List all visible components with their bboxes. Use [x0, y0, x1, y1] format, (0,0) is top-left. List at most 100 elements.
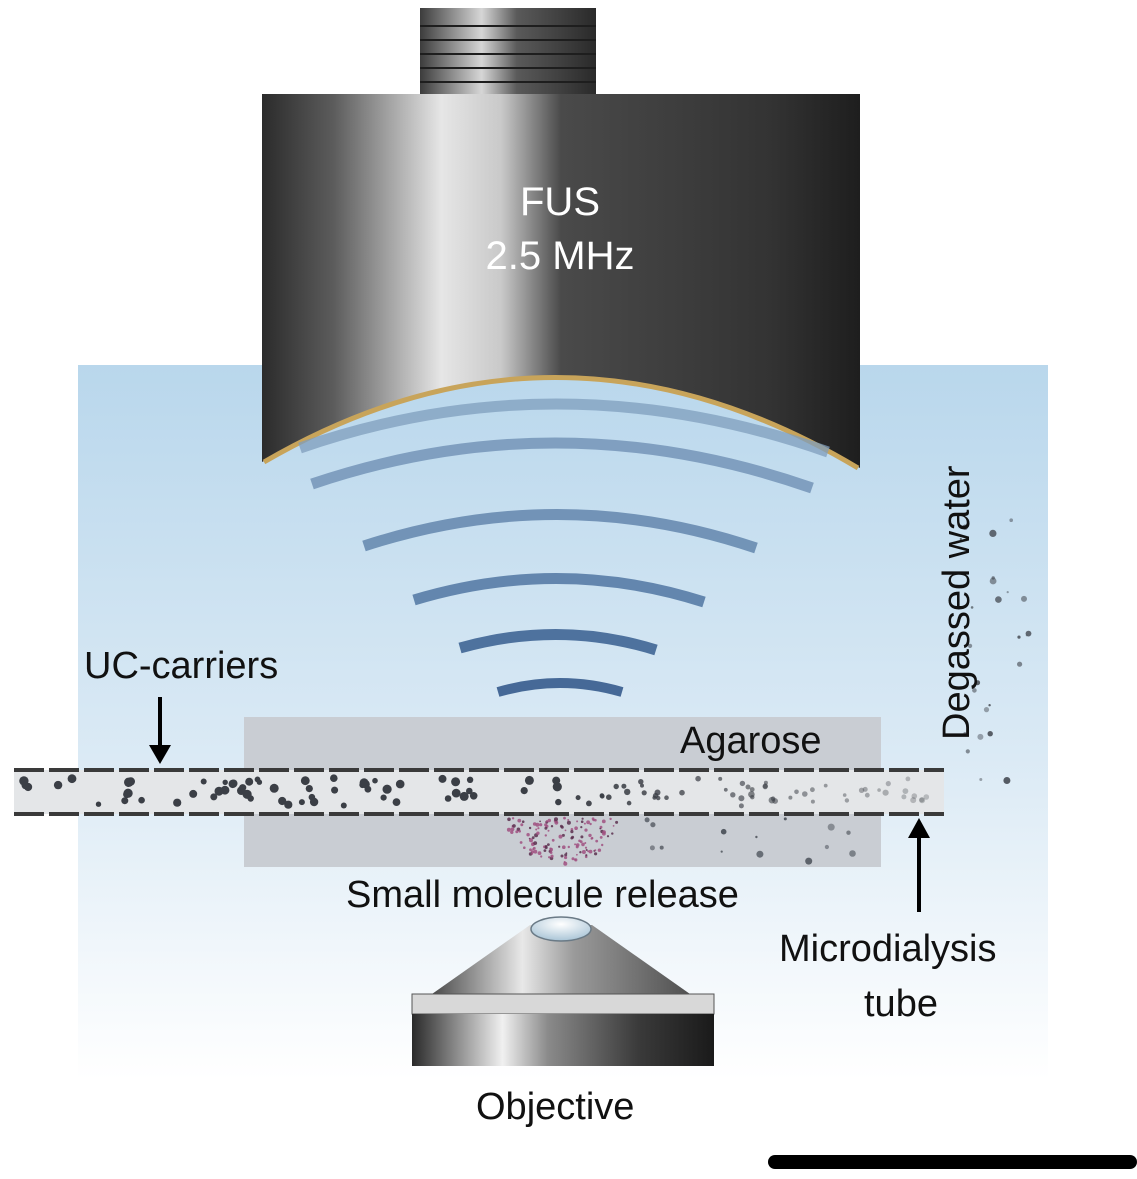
- released-molecule: [539, 823, 543, 827]
- uc-carrier: [738, 795, 745, 802]
- uc-carrier: [380, 794, 387, 801]
- diffusing-molecule: [805, 857, 813, 865]
- released-molecule: [528, 852, 533, 856]
- released-molecule: [507, 817, 511, 822]
- uc-carrier: [905, 776, 911, 782]
- released-molecule: [510, 830, 514, 834]
- released-molecule: [548, 856, 551, 859]
- uc-carrier: [53, 780, 63, 790]
- uc-carrier: [284, 800, 293, 809]
- diffusing-molecule: [644, 817, 650, 823]
- diffusing-molecule: [963, 731, 967, 735]
- released-molecule: [564, 829, 567, 832]
- released-molecule: [562, 845, 566, 849]
- uc-carrier: [95, 801, 102, 807]
- released-molecule: [554, 820, 559, 825]
- uc-carrier: [222, 779, 228, 785]
- released-molecule: [549, 851, 553, 854]
- released-molecule: [579, 851, 582, 854]
- released-molecule: [559, 824, 563, 828]
- released-molecule: [544, 845, 548, 848]
- released-molecule: [585, 854, 588, 857]
- released-molecule: [615, 820, 619, 824]
- transducer-cap-grooves: [420, 25, 596, 83]
- released-molecule: [586, 820, 590, 825]
- diffusing-molecule: [970, 606, 974, 609]
- released-molecule: [588, 833, 592, 838]
- uc-carrier: [384, 787, 390, 794]
- released-molecule: [570, 828, 574, 831]
- released-molecule: [529, 838, 533, 843]
- uc-carrier: [842, 793, 847, 797]
- uc-carrier: [762, 783, 768, 789]
- uc-carrier: [652, 795, 657, 800]
- released-molecule: [549, 847, 553, 852]
- released-molecule: [554, 817, 558, 822]
- released-molecule: [564, 855, 568, 860]
- uc-carrier: [882, 789, 889, 796]
- diffusing-molecule: [755, 835, 758, 839]
- uc-carrier: [469, 792, 478, 800]
- released-molecule: [571, 835, 575, 839]
- diffusing-molecule: [959, 537, 962, 541]
- uc-carrier: [606, 794, 612, 800]
- diffusing-molecule: [987, 731, 993, 737]
- uc-carrier: [451, 777, 461, 787]
- uc-carrier: [247, 795, 254, 802]
- released-molecule: [597, 848, 602, 852]
- uc-carrier: [641, 790, 647, 796]
- diffusing-molecule: [849, 850, 856, 857]
- released-molecule: [594, 852, 598, 856]
- uc-carrier: [695, 775, 701, 782]
- uc-carrier: [210, 793, 218, 801]
- uc-carrier: [173, 798, 182, 807]
- released-molecule: [606, 835, 610, 838]
- diffusing-molecule: [720, 828, 727, 835]
- released-molecule: [526, 833, 530, 837]
- transducer-frequency: 2.5 MHz: [485, 234, 635, 278]
- objective-label: Objective: [476, 1086, 635, 1128]
- released-molecule: [537, 851, 542, 855]
- uc-carrier: [555, 798, 562, 806]
- released-molecule: [563, 861, 568, 866]
- released-molecule: [533, 849, 538, 854]
- uc-carrier: [392, 798, 401, 806]
- uc-carrier: [844, 798, 850, 803]
- uc-carrier: [730, 792, 736, 798]
- degassed-water-label: Degassed water: [936, 465, 978, 740]
- uc-carrier: [524, 775, 534, 785]
- uc-carrier: [864, 792, 870, 798]
- uc-carrier: [466, 776, 474, 783]
- diffusing-molecule: [965, 749, 970, 754]
- released-molecule: [574, 858, 578, 862]
- uc-carrier: [919, 797, 926, 804]
- uc-carrier: [121, 797, 129, 805]
- released-molecule: [550, 825, 554, 828]
- objective-lens: [411, 916, 715, 1066]
- released-molecule: [558, 845, 561, 848]
- released-molecule: [547, 818, 551, 823]
- transducer-title: FUS: [520, 180, 600, 224]
- diffusing-molecule: [968, 643, 973, 649]
- objective-tip: [432, 925, 690, 994]
- released-molecule: [544, 834, 547, 837]
- scale-bar: [768, 1155, 1137, 1169]
- released-molecule: [547, 843, 550, 846]
- diffusing-molecules: [644, 518, 1032, 865]
- uc-carrier: [626, 800, 632, 806]
- uc-carrier: [901, 794, 907, 800]
- uc-carrier: [679, 789, 685, 796]
- uc-carrier: [749, 787, 755, 792]
- released-molecule: [567, 845, 570, 849]
- released-molecule: [581, 850, 586, 854]
- released-molecule: [584, 846, 588, 849]
- released-molecule: [544, 826, 548, 830]
- uc-carrier: [802, 791, 808, 797]
- uc-carrier: [772, 798, 778, 804]
- uc-carrier: [67, 774, 77, 784]
- uc-carrier: [520, 787, 528, 795]
- released-molecule: [601, 819, 606, 824]
- uc-carrier: [885, 781, 891, 787]
- released-molecule: [521, 820, 525, 823]
